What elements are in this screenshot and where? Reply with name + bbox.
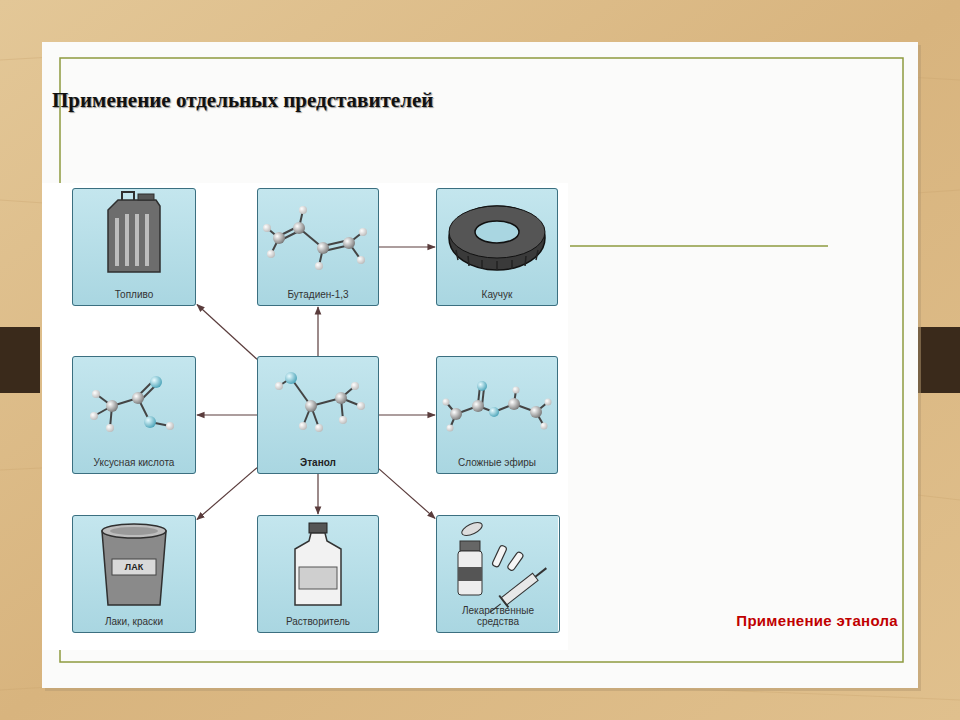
- box-label: Лаки, краски: [105, 616, 163, 627]
- arrow-connector: [379, 246, 435, 247]
- arrow-connector: [197, 414, 257, 415]
- arrow-connector: [197, 468, 257, 520]
- product-box: Сложные эфиры: [436, 356, 558, 474]
- solvent-bottle: [295, 523, 341, 605]
- figure-caption: Применение этанола: [736, 612, 898, 629]
- slide: [42, 42, 918, 688]
- arrow-connector: [379, 469, 435, 518]
- product-box: Лаки, краски: [72, 515, 196, 633]
- medicine-icon: [458, 520, 551, 619]
- box-label: Топливо: [115, 289, 154, 300]
- product-box: Уксусная кислота: [72, 356, 196, 474]
- box-label: Растворитель: [286, 616, 350, 627]
- arrow-connector: [379, 414, 435, 415]
- tyre-icon: [449, 206, 545, 270]
- product-box: Растворитель: [257, 515, 379, 633]
- product-box: Топливо: [72, 188, 196, 306]
- picture-ground: [42, 183, 568, 650]
- lacquer-can: [102, 524, 166, 605]
- ester-molecule: [443, 381, 552, 432]
- arrow-connector: [317, 474, 318, 514]
- box-label: Этанол: [300, 457, 336, 468]
- ethanol-molecule: [275, 372, 365, 432]
- slide-frame: [60, 58, 903, 662]
- box-label: Лекарственные средства: [441, 605, 555, 627]
- clip-bar: [0, 327, 40, 393]
- canister-icon: [108, 192, 160, 272]
- product-box: Бутадиен-1,3: [257, 188, 379, 306]
- can-label: ЛАК: [125, 562, 143, 572]
- box-label: Сложные эфиры: [458, 457, 536, 468]
- acetic-acid-molecule: [90, 376, 174, 432]
- box-label: Бутадиен-1,3: [287, 289, 348, 300]
- slide-title: Применение отдельных представителей: [52, 88, 433, 113]
- product-box: Каучук: [436, 188, 558, 306]
- arrow-connector: [197, 305, 257, 360]
- source-box: Этанол: [257, 356, 379, 474]
- decor-line: [570, 245, 828, 247]
- box-label: Каучук: [482, 289, 513, 300]
- box-label: Уксусная кислота: [94, 457, 175, 468]
- butadiene-molecule: [263, 206, 367, 270]
- arrow-connector: [317, 307, 318, 356]
- product-box: Лекарственные средства: [436, 515, 560, 633]
- cell-fills: [72, 188, 558, 633]
